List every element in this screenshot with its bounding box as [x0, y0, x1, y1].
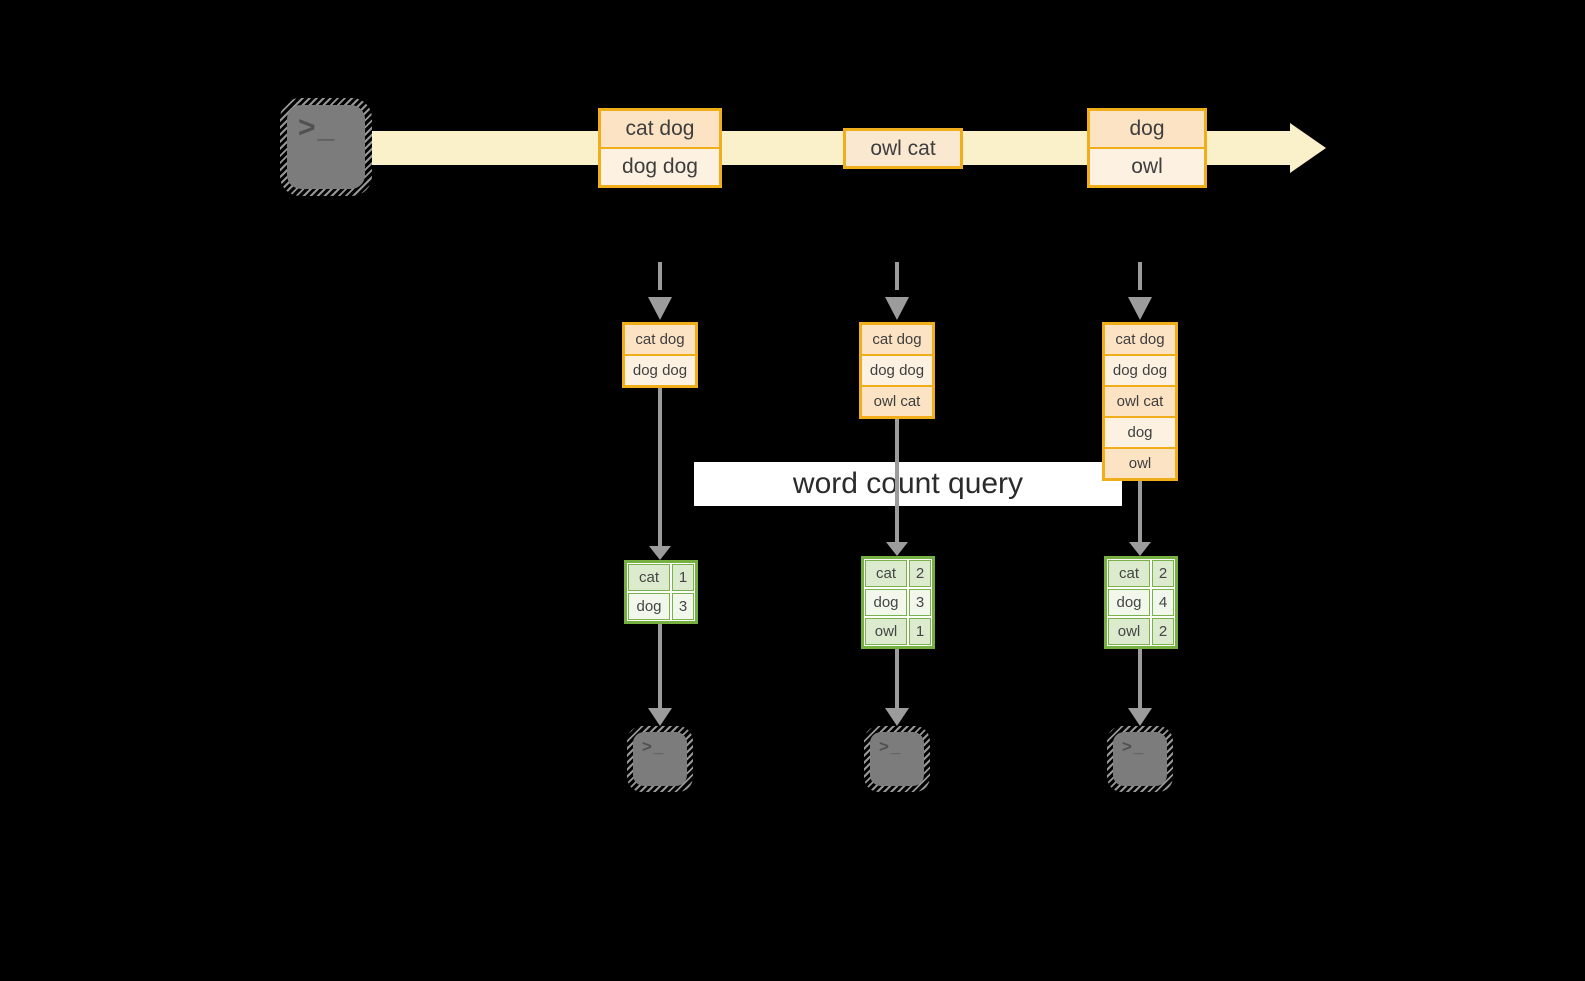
terminal-icon: >_: [1107, 726, 1173, 792]
word-cell: cat: [1108, 560, 1150, 587]
query-connector-arrow: [1138, 481, 1142, 542]
terminal-icon: >_: [627, 726, 693, 792]
word-count-table-2: cat 2 dog 3 owl 1: [861, 556, 935, 649]
query-connector-arrow: [895, 419, 899, 542]
state-row: cat dog: [625, 325, 695, 354]
batch-drop-arrowhead-icon: [1128, 297, 1152, 320]
count-cell: 3: [909, 589, 931, 616]
count-cell: 2: [909, 560, 931, 587]
word-cell: cat: [628, 564, 670, 591]
stream-timeline-arrowhead-icon: [1290, 123, 1326, 173]
word-count-table-1: cat 1 dog 3: [624, 560, 698, 624]
count-cell: 4: [1152, 589, 1174, 616]
query-connector-arrow: [658, 388, 662, 546]
stream-message: dog dog: [601, 147, 719, 185]
terminal-icon-body: >_: [870, 732, 924, 786]
stream-message: owl cat: [846, 131, 960, 166]
state-row: dog dog: [862, 354, 932, 385]
word-cell: dog: [865, 589, 907, 616]
terminal-prompt-glyph: >_: [298, 111, 337, 144]
sink-connector-arrowhead-icon: [1128, 708, 1152, 726]
state-stack-1: cat dog dog dog: [622, 322, 698, 388]
state-row: owl cat: [862, 385, 932, 416]
terminal-prompt-glyph: >_: [1122, 737, 1146, 756]
word-cell: dog: [628, 593, 670, 620]
query-connector-arrowhead-icon: [1129, 542, 1151, 556]
stream-message: owl: [1090, 147, 1204, 185]
sink-connector-arrow: [658, 624, 662, 708]
state-row: dog: [1105, 416, 1175, 447]
terminal-icon: >_: [280, 98, 372, 196]
word-cell: cat: [865, 560, 907, 587]
sink-connector-arrowhead-icon: [648, 708, 672, 726]
state-row: owl: [1105, 447, 1175, 478]
word-count-table-3: cat 2 dog 4 owl 2: [1104, 556, 1178, 649]
word-cell: owl: [865, 618, 907, 645]
batch-drop-arrow: [658, 262, 662, 290]
batch-drop-arrow: [895, 262, 899, 290]
state-stack-2: cat dog dog dog owl cat: [859, 322, 935, 419]
query-connector-arrowhead-icon: [649, 546, 671, 560]
terminal-icon-body: >_: [633, 732, 687, 786]
word-cell: owl: [1108, 618, 1150, 645]
query-connector-arrowhead-icon: [886, 542, 908, 556]
terminal-prompt-glyph: >_: [642, 737, 666, 756]
terminal-icon-body: >_: [1113, 732, 1167, 786]
count-cell: 1: [909, 618, 931, 645]
batch-drop-arrowhead-icon: [648, 297, 672, 320]
event-batch-3: dog owl: [1087, 108, 1207, 188]
state-row: cat dog: [1105, 325, 1175, 354]
query-label: word count query: [694, 462, 1122, 506]
count-cell: 1: [672, 564, 694, 591]
event-batch-2: owl cat: [843, 128, 963, 169]
state-row: cat dog: [862, 325, 932, 354]
count-cell: 3: [672, 593, 694, 620]
terminal-icon: >_: [864, 726, 930, 792]
sink-connector-arrow: [895, 649, 899, 708]
state-row: dog dog: [1105, 354, 1175, 385]
state-row: owl cat: [1105, 385, 1175, 416]
stream-message: cat dog: [601, 111, 719, 147]
state-stack-3: cat dog dog dog owl cat dog owl: [1102, 322, 1178, 481]
event-batch-1: cat dog dog dog: [598, 108, 722, 188]
stream-message: dog: [1090, 111, 1204, 147]
terminal-prompt-glyph: >_: [879, 737, 903, 756]
word-cell: dog: [1108, 589, 1150, 616]
count-cell: 2: [1152, 560, 1174, 587]
sink-connector-arrowhead-icon: [885, 708, 909, 726]
sink-connector-arrow: [1138, 649, 1142, 708]
terminal-icon-body: >_: [287, 105, 365, 189]
state-row: dog dog: [625, 354, 695, 385]
batch-drop-arrowhead-icon: [885, 297, 909, 320]
count-cell: 2: [1152, 618, 1174, 645]
batch-drop-arrow: [1138, 262, 1142, 290]
